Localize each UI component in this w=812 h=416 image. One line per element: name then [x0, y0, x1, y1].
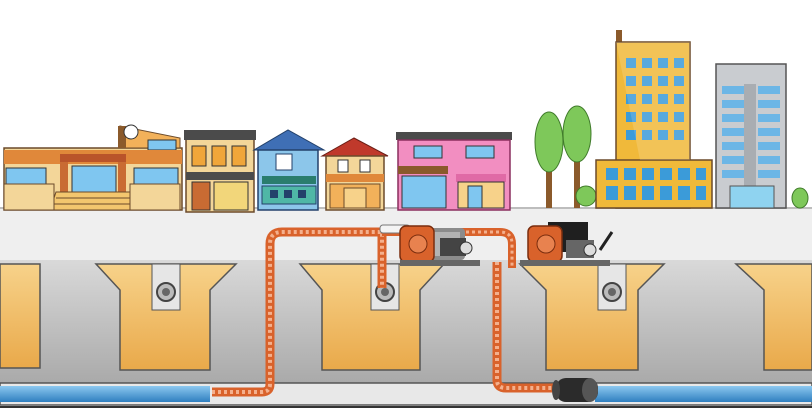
suction-hose-left: [212, 227, 387, 397]
school-building-icon: [3, 124, 183, 211]
sewer-water-right: [595, 386, 812, 402]
suction-hose-right: [492, 262, 560, 393]
office-tower-icon: [595, 30, 713, 209]
shop-building-icon: [184, 130, 256, 213]
blue-house-icon: [252, 129, 326, 211]
manhole-tank-5: [734, 263, 812, 371]
inspection-camera-icon: [552, 378, 598, 402]
trees-icon: [534, 105, 597, 208]
manhole-tank-2: [94, 263, 238, 371]
manhole-tank-4: [518, 263, 666, 371]
orange-house-icon: [320, 137, 389, 211]
office-tower-2-icon: [715, 63, 809, 209]
pump-unit-right-icon: [520, 222, 614, 266]
pump-unit-left-icon: [399, 225, 480, 266]
manhole-tank-1: [0, 263, 41, 369]
pink-shop-icon: [396, 132, 512, 211]
sewer-water-left: [0, 386, 210, 402]
